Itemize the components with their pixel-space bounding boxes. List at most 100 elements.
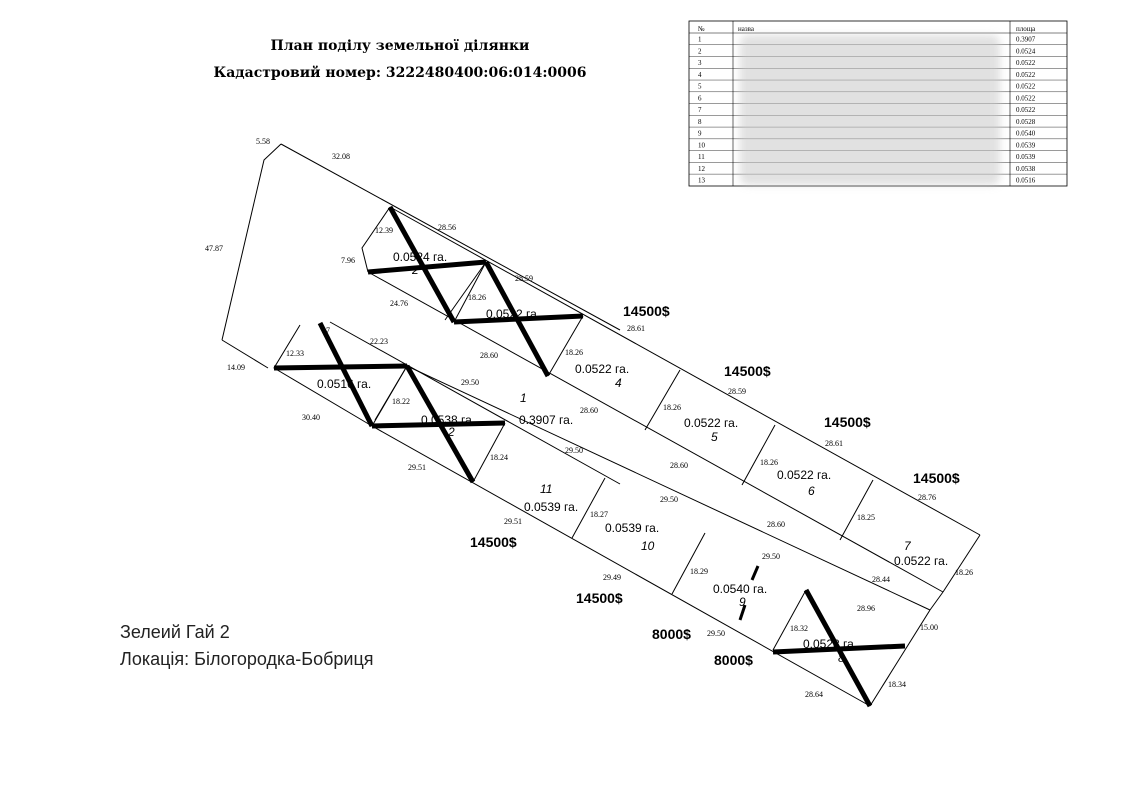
divider-6-7 [839,479,874,541]
dim-label: 24.76 [390,299,408,308]
table-cell-area: 0.0522 [1016,83,1036,91]
parcel-outlines [221,143,981,707]
price-label: 14500$ [724,363,771,379]
dimension-labels: 5.58 32.08 47.87 28.56 12.39 7.96 28.59 … [205,137,973,699]
table-cell-num: 13 [698,177,706,185]
price-label: 14500$ [623,303,670,319]
plot-number: 1 [520,391,527,405]
dim-label: 29.49 [603,573,621,582]
table-cell-num: 7 [698,106,702,114]
dim-label: 18.26 [955,568,973,577]
plot-area-label: 0.0528 га. [803,637,857,651]
plot-area-label: 0.0539 га. [524,500,578,514]
dim-label: 18.34 [888,680,906,689]
divider-10-9 [671,532,706,595]
plot-area-label: 0.0522 га. [486,307,540,321]
plot-area-label: 0.0522 га. [777,468,831,482]
dim-label: 29.51 [504,517,522,526]
cadastral-number: Кадастровий номер: 3222480400:06:014:000… [214,64,587,81]
price-label: 8000$ [714,652,753,668]
boundary-west-lower [221,339,269,369]
plot-area-label: 0.0522 га. [575,362,629,376]
table-cell-num: 6 [698,94,702,102]
plot-number: 7 [904,539,912,553]
price-label: 14500$ [824,414,871,430]
table-header-area: площа [1016,25,1036,33]
table-header-num: № [698,25,705,33]
dim-label: 28.60 [480,351,498,360]
dim-label: 15.00 [920,623,938,632]
south-strip-end [869,609,931,707]
north-strip-end [942,534,981,593]
divider-11-10 [571,477,606,539]
plot-area-label: 0.3907 га. [519,413,573,427]
table-cell-num: 2 [698,47,702,55]
parcel-1-south-line [406,365,931,611]
boundary-west [221,143,282,341]
table-cell-area: 0.0540 [1016,130,1036,138]
dim-label: 18.22 [392,397,410,406]
plot-area-label: 0.0538 га. [421,413,475,427]
price-label: 14500$ [470,534,517,550]
plot-area-label: 0.0540 га. [713,582,767,596]
table-cell-num: 1 [698,36,702,44]
table-row: 1 0.3907 [698,36,1036,44]
dim-label: 29.50 [707,629,725,638]
cross-line [453,313,584,325]
sold-markers [273,205,906,708]
dim-label: 18.27 [590,510,608,519]
table-cell-area: 0.0522 [1016,59,1036,67]
dim-label: 18.26 [468,293,486,302]
table-cell-num: 11 [698,153,705,161]
dim-label: 18.32 [790,624,808,633]
cross-line [772,643,906,655]
plot-number: 8 [838,651,845,665]
table-cell-area: 0.0522 [1016,106,1036,114]
dim-label: 27 [322,326,330,335]
dim-label: 28.96 [857,604,875,613]
price-labels: 14500$ 14500$ 14500$ 14500$ 14500$ 14500… [470,303,960,668]
table-cell-area: 0.3907 [1016,36,1036,44]
dim-label: 29.51 [408,463,426,472]
north-strip-bottom [367,271,944,593]
table-cell-area: 0.0539 [1016,153,1036,161]
dim-label: 14.09 [227,363,245,372]
plot-number: 9 [739,595,746,609]
dim-label: 7.96 [341,256,355,265]
dim-label: 28.56 [438,223,456,232]
plan-title: План поділу земельної ділянки [271,38,530,54]
blurred-names [740,35,1000,185]
plot-number: 6 [808,484,815,498]
divider-12-11 [472,422,506,483]
plot-9-marker [738,604,747,621]
location-place: Локація: Білогородка-Бобриця [120,649,374,669]
table-cell-num: 4 [698,71,702,79]
dim-label: 29.50 [762,552,780,561]
plot-number: 5 [711,430,718,444]
divider-3-4 [547,315,584,377]
table-header-name: назва [738,25,755,33]
plot-area-label: 0.0522 га. [894,554,948,568]
dim-label: 22.23 [370,337,388,346]
dim-label: 28.60 [767,520,785,529]
boundary-north-upper [280,143,621,331]
dim-label: 5.58 [256,137,270,146]
dim-label: 28.60 [580,406,598,415]
table-row: 7 0.0522 [698,106,1036,114]
dim-label: 18.26 [565,348,583,357]
dim-label: 29.50 [565,446,583,455]
dim-label: 29.50 [660,495,678,504]
north-strip-tip [361,206,391,273]
divider-2-3 [453,261,487,323]
price-label: 8000$ [652,626,691,642]
